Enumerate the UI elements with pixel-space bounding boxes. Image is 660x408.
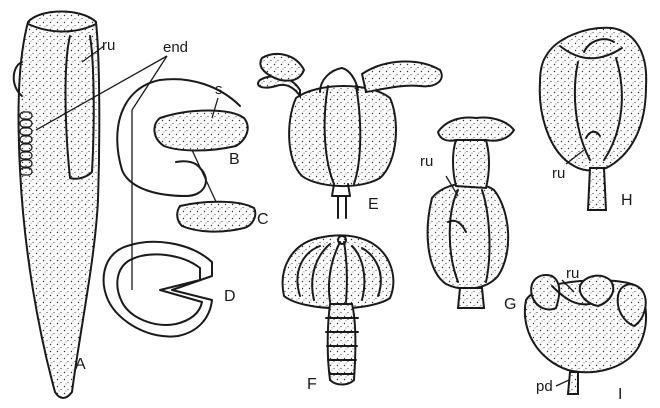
label-f: F <box>307 376 317 393</box>
fruit-f <box>283 235 394 384</box>
label-h: H <box>621 192 633 209</box>
annotation-ru-i: ru <box>566 265 579 282</box>
label-g: G <box>504 296 516 313</box>
capsule-g <box>428 118 514 309</box>
annotation-ru-g: ru <box>420 153 433 170</box>
label-c: C <box>257 211 269 228</box>
label-b: B <box>229 151 240 168</box>
label-e: E <box>368 196 379 213</box>
capsule-h <box>540 28 646 210</box>
annotation-pd: pd <box>536 378 553 395</box>
leader-b-c <box>192 150 218 206</box>
label-i: I <box>618 386 622 403</box>
seed-a <box>14 12 100 399</box>
annotation-end: end <box>163 39 188 56</box>
capsule-i <box>525 275 646 394</box>
label-a: A <box>75 356 86 373</box>
capsule-e <box>258 54 442 218</box>
annotation-ru-a: ru <box>102 37 115 54</box>
label-d: D <box>224 288 236 305</box>
annotation-s: s <box>215 81 223 98</box>
seed-c <box>177 202 255 232</box>
loop-right <box>160 79 240 106</box>
seed-b <box>154 111 247 151</box>
annotation-ru-h: ru <box>552 165 565 182</box>
